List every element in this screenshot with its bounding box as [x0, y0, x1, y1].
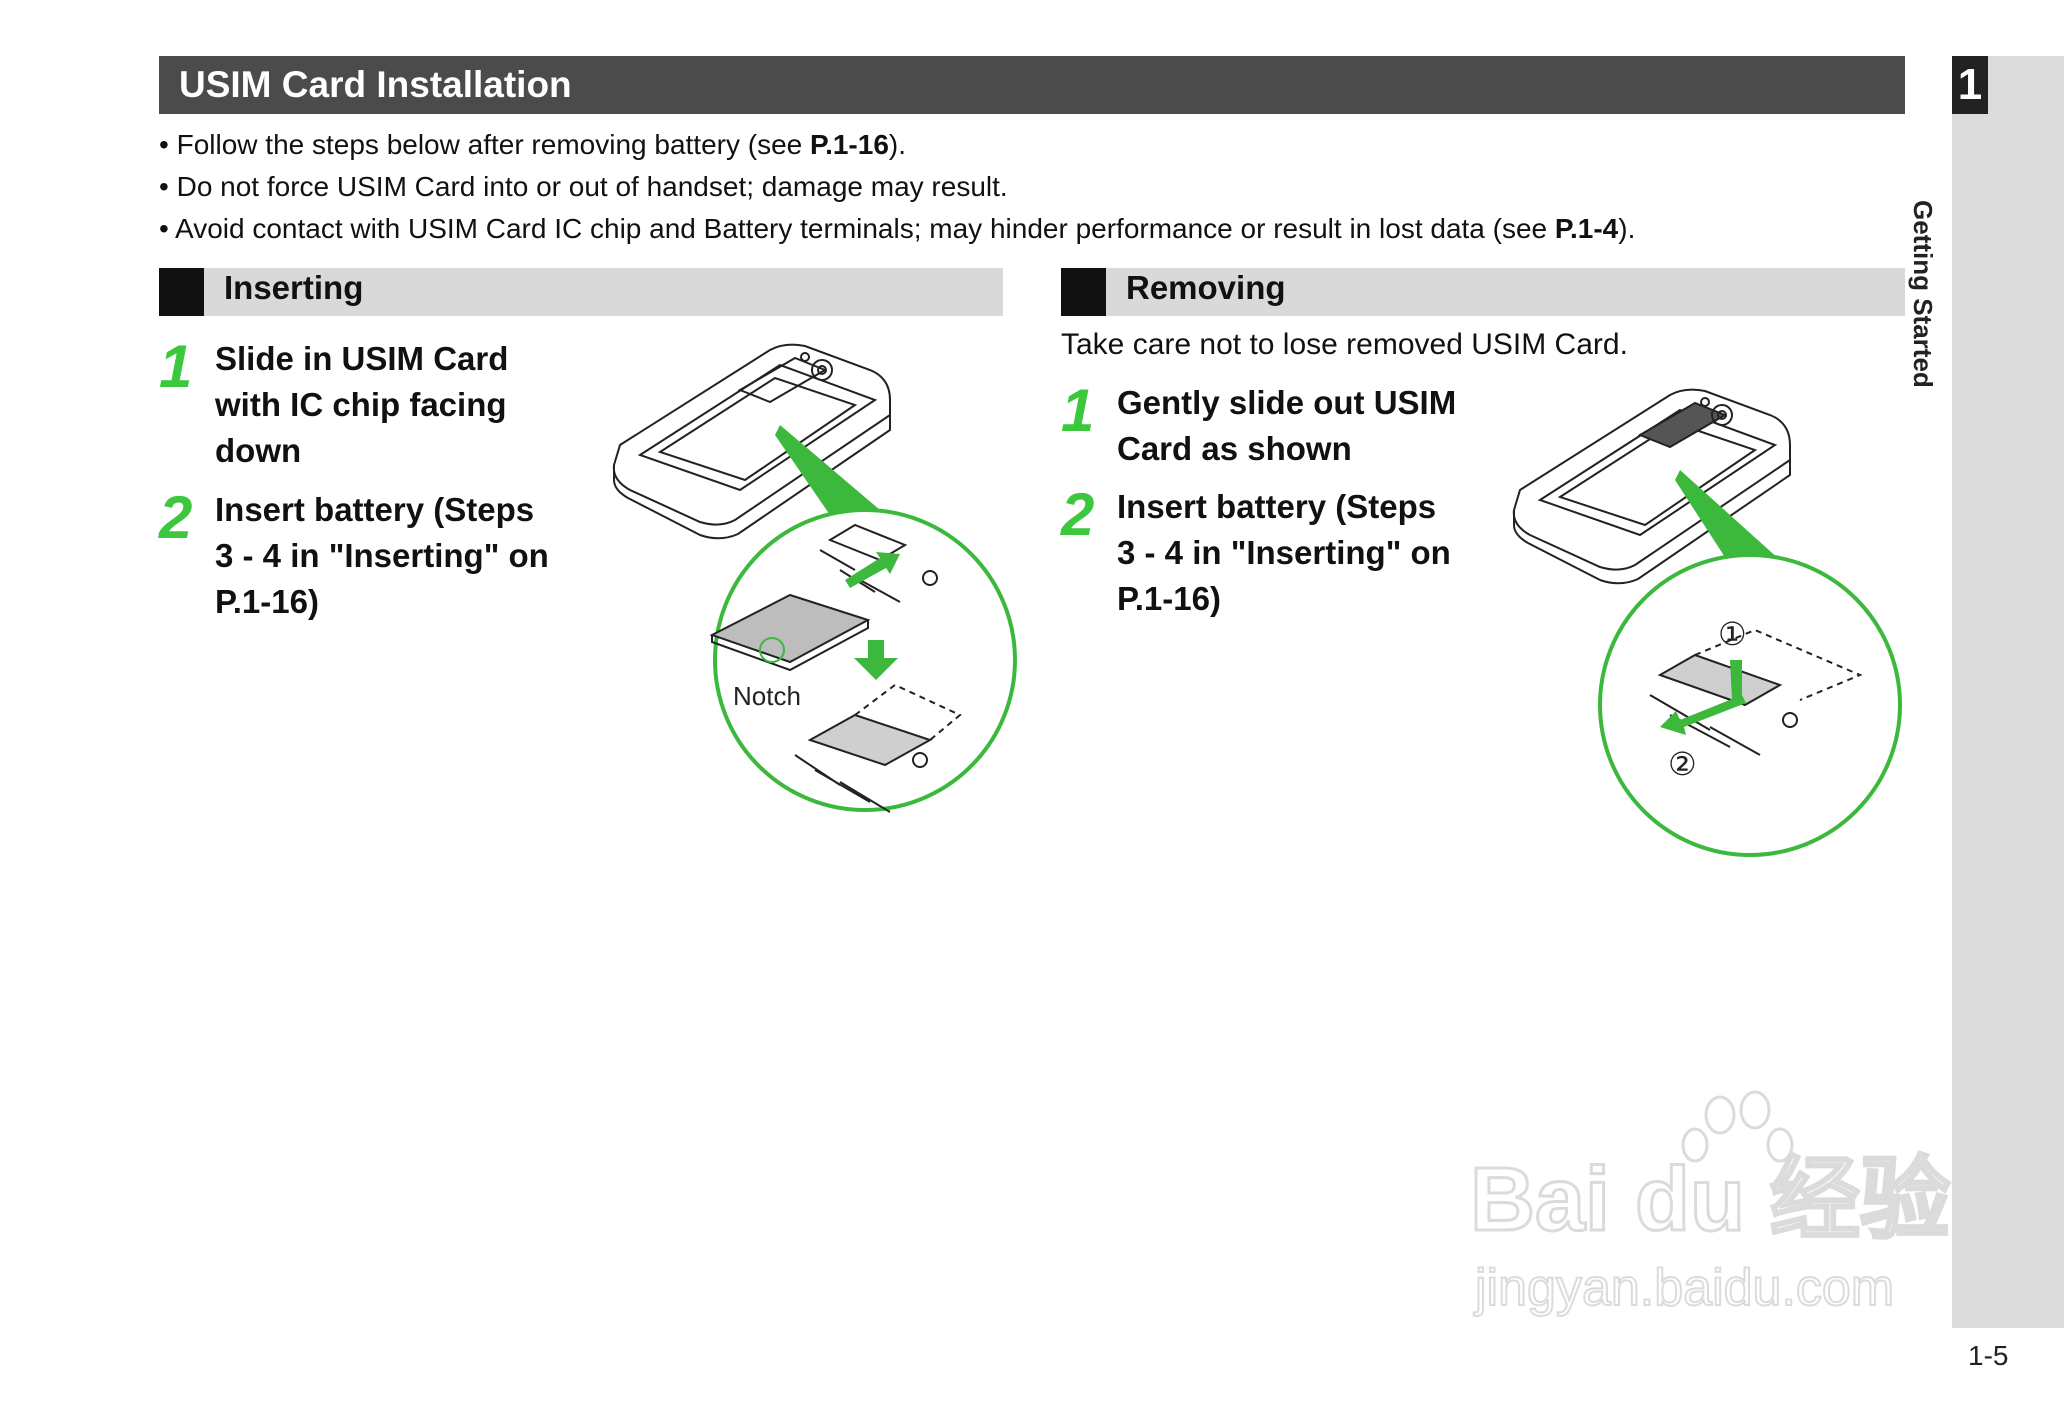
- chapter-number: 1: [1952, 56, 1988, 114]
- step-text: Gently slide out USIM Card as shown: [1117, 384, 1457, 467]
- step-text: Insert battery (Steps 3 - 4 in "Insertin…: [1117, 488, 1451, 617]
- inserting-illustration: Notch: [612, 343, 1017, 813]
- section-marker: [159, 268, 204, 316]
- watermark-brand: Bai du 经验: [1470, 1150, 1950, 1250]
- chapter-sidebar: [1952, 56, 2064, 1328]
- section-marker: [1061, 268, 1106, 316]
- page-ref-link[interactable]: P.1-4: [1554, 213, 1619, 244]
- bullet-text: ).: [1618, 213, 1636, 244]
- inserting-section-title: Inserting: [224, 269, 364, 306]
- bullet-list: • Follow the steps below after removing …: [159, 124, 1635, 250]
- removing-note: Take care not to lose removed USIM Card.: [1061, 328, 1628, 361]
- inserting-section-header: Inserting: [159, 268, 1003, 316]
- step-marker-2: ②: [1668, 745, 1697, 783]
- bullet-text: ).: [888, 129, 906, 160]
- bullet-item: • Do not force USIM Card into or out of …: [159, 171, 1008, 202]
- step-number: 2: [159, 484, 193, 551]
- notch-label: Notch: [733, 681, 801, 711]
- removing-section-title: Removing: [1126, 269, 1286, 306]
- bullet-item: • Avoid contact with USIM Card IC chip a…: [159, 213, 1636, 244]
- chapter-title: Getting Started: [1908, 200, 1938, 388]
- bullet-text: Do not force USIM Card into or out of ha…: [176, 171, 1008, 202]
- page-ref-link[interactable]: P.1-16: [810, 129, 889, 160]
- watermark-url: jingyan.baidu.com: [1473, 1259, 1894, 1317]
- bullet-text: Avoid contact with USIM Card IC chip and…: [175, 213, 1555, 244]
- step-text: Insert battery (Steps 3 - 4 in "Insertin…: [215, 491, 549, 620]
- page-number: 1-5: [1968, 1340, 2009, 1371]
- step-text: Slide in USIM Card with IC chip facing d…: [215, 340, 509, 469]
- step-number: 1: [159, 333, 193, 400]
- page-title: USIM Card Installation: [159, 56, 1905, 114]
- bullet-item: • Follow the steps below after removing …: [159, 129, 906, 160]
- bullet-text: Follow the steps below after removing ba…: [176, 129, 810, 160]
- baidu-watermark: Bai du 经验 jingyan.baidu.com: [1469, 1090, 1952, 1318]
- step-marker-1: ①: [1718, 615, 1747, 653]
- step-number: 2: [1061, 481, 1095, 548]
- step-number: 1: [1061, 377, 1095, 444]
- removing-illustration: ① ②: [1512, 388, 1902, 857]
- removing-section-header: Removing: [1061, 268, 1905, 316]
